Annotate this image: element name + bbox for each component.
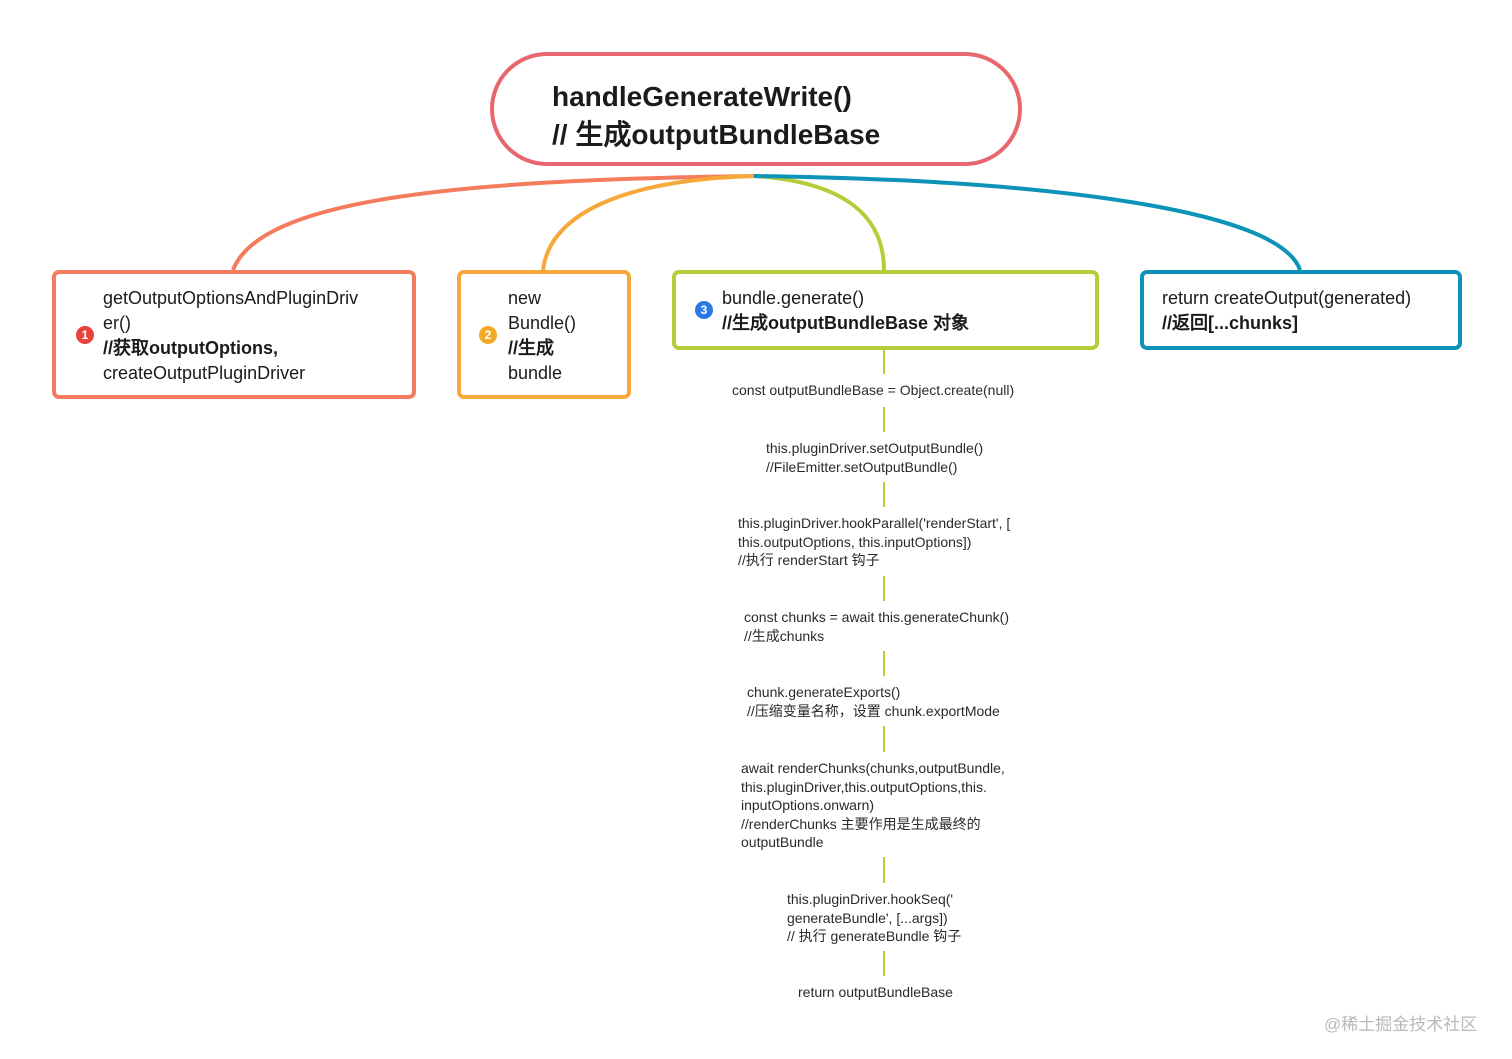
node-new-bundle[interactable]: 2 new Bundle() //生成 bundle: [457, 270, 631, 399]
step-line: // 执行 generateBundle 钩子: [787, 928, 962, 944]
step-render-start-hook[interactable]: this.pluginDriver.hookParallel('renderSt…: [738, 514, 1010, 570]
node-comment: //生成outputBundleBase 对象: [722, 313, 969, 333]
node-line: bundle: [508, 363, 563, 383]
step-line: inputOptions.onwarn): [741, 797, 875, 813]
node-comment: //生成: [508, 338, 555, 358]
branch-3-connector: [753, 174, 886, 271]
branch-2-connector: [541, 174, 755, 271]
node-line: er(): [103, 313, 131, 333]
step-line: this.pluginDriver.setOutputBundle(): [766, 440, 984, 456]
watermark: @稀土掘金技术社区: [1324, 1015, 1478, 1034]
number-1-badge-icon: 1: [76, 326, 94, 344]
step-render-chunks[interactable]: await renderChunks(chunks,outputBundle, …: [741, 759, 1005, 852]
step-line: return outputBundleBase: [798, 984, 953, 1000]
node-get-output-options[interactable]: 1 getOutputOptionsAndPluginDriv er() //获…: [52, 270, 416, 399]
root-node[interactable]: handleGenerateWrite() // 生成outputBundleB…: [490, 52, 1022, 166]
step-line: this.pluginDriver,this.outputOptions,thi…: [741, 778, 987, 795]
root-comment: // 生成outputBundleBase: [552, 119, 881, 150]
node-comment: //返回[...chunks]: [1162, 313, 1299, 333]
node-line: new: [508, 288, 542, 308]
step-generate-bundle-hook[interactable]: this.pluginDriver.hookSeq(' generateBund…: [787, 890, 961, 946]
step-line: const outputBundleBase = Object.create(n…: [732, 382, 1015, 398]
step-create-output-bundle-base[interactable]: const outputBundleBase = Object.create(n…: [732, 381, 1014, 400]
step-line: await renderChunks(chunks,outputBundle,: [741, 760, 1005, 776]
step-line: const chunks = await this.generateChunk(…: [744, 609, 1009, 625]
node-line: return createOutput(generated): [1162, 288, 1412, 308]
node-line: bundle.generate(): [722, 288, 865, 308]
step-generate-chunks[interactable]: const chunks = await this.generateChunk(…: [744, 608, 1009, 645]
step-line: generateBundle', [...args]): [787, 909, 948, 926]
node-line: createOutputPluginDriver: [103, 363, 306, 383]
step-line: this.pluginDriver.hookParallel('renderSt…: [738, 515, 1011, 531]
step-set-output-bundle[interactable]: this.pluginDriver.setOutputBundle() //Fi…: [766, 439, 983, 476]
node-bundle-generate[interactable]: 3 bundle.generate() //生成outputBundleBase…: [672, 270, 1099, 350]
root-title: handleGenerateWrite(): [552, 81, 852, 112]
step-line: chunk.generateExports(): [747, 684, 901, 700]
step-line: this.pluginDriver.hookSeq(': [787, 891, 954, 907]
step-line: //FileEmitter.setOutputBundle(): [766, 458, 958, 475]
step-line: this.outputOptions, this.inputOptions]): [738, 533, 972, 550]
number-2-badge-icon: 2: [479, 326, 497, 344]
step-return-output-bundle-base[interactable]: return outputBundleBase: [798, 983, 953, 1002]
step-line: //执行 renderStart 钩子: [738, 552, 880, 568]
step-line: //renderChunks 主要作用是生成最终的: [741, 815, 981, 832]
node-comment: //获取outputOptions,: [103, 338, 278, 358]
node-line: getOutputOptionsAndPluginDriv: [103, 288, 359, 308]
number-3-badge-icon: 3: [695, 301, 713, 319]
step-line: //生成chunks: [744, 627, 825, 644]
branch-4-connector: [753, 174, 1302, 271]
branch-1-connector: [231, 174, 755, 271]
node-return-create-output[interactable]: return createOutput(generated) //返回[...c…: [1140, 270, 1462, 350]
step-line: outputBundle: [741, 834, 824, 850]
step-generate-exports[interactable]: chunk.generateExports() //压缩变量名称，设置 chun…: [747, 683, 1000, 720]
node-line: Bundle(): [508, 313, 577, 333]
step-line: //压缩变量名称，设置 chunk.exportMode: [747, 702, 1000, 719]
